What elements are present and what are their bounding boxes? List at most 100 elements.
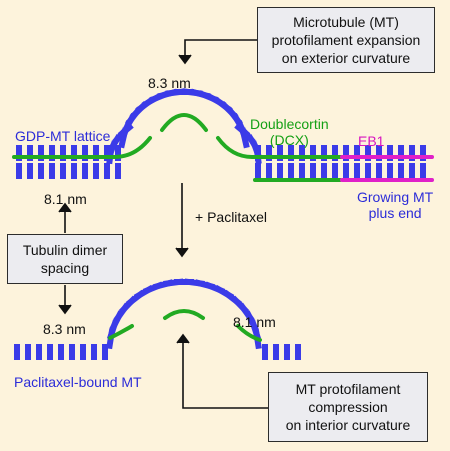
tubulin-dimer — [288, 163, 294, 179]
tubulin-dimer — [277, 145, 283, 161]
label-top-spacing: 8.3 nm — [148, 75, 191, 91]
tubulin-dimer — [398, 163, 404, 179]
tubulin-dimer — [273, 344, 279, 360]
tubulin-dimer — [38, 145, 44, 161]
tubulin-dimer — [398, 145, 404, 161]
arrow-dimer-down-head — [58, 304, 72, 315]
tubulin-dimer — [71, 145, 77, 161]
label-growing-end: Growing MT plus end — [357, 189, 433, 221]
top-binding-proteins — [12, 113, 434, 182]
tubulin-dimer — [102, 344, 108, 360]
callout-dimer-spacing: Tubulin dimer spacing — [7, 234, 123, 284]
tubulin-dimer — [115, 163, 121, 179]
tubulin-dimer — [332, 145, 338, 161]
tubulin-dimer — [277, 163, 283, 179]
dcx-strip-cap — [163, 309, 205, 320]
dcx-strip-right — [216, 136, 344, 159]
tubulin-dimer — [299, 163, 305, 179]
tubulin-dimer — [104, 163, 110, 179]
dcx-strip-cap — [160, 113, 208, 132]
tubulin-dimer — [387, 163, 393, 179]
tubulin-dimer — [60, 163, 66, 179]
tubulin-dimer — [376, 163, 382, 179]
tubulin-dimer — [93, 145, 99, 161]
tubulin-dimer — [266, 163, 272, 179]
tubulin-dimer — [365, 145, 371, 161]
tubulin-dimer — [14, 344, 20, 360]
bottom-binding-proteins — [108, 309, 262, 342]
label-growing-end-line-1: Growing MT — [357, 189, 434, 205]
callout-expansion-line-3: on exterior curvature — [281, 50, 411, 66]
label-left-spacing: 8.1 nm — [44, 191, 87, 207]
tubulin-dimer — [93, 163, 99, 179]
tubulin-dimer — [262, 344, 268, 360]
top-mt-lattice — [16, 88, 426, 179]
callout-compression-line-1: MT protofilament — [295, 381, 401, 397]
callout-compression-line-2: compression — [308, 399, 388, 415]
label-gdp-lattice: GDP-MT lattice — [15, 128, 111, 144]
label-bottom-left-spacing: 8.3 nm — [43, 321, 86, 337]
callout-expansion: Microtubule (MT) protofilament expansion… — [257, 7, 435, 73]
tubulin-dimer — [310, 163, 316, 179]
tubulin-dimer — [343, 145, 349, 161]
tubulin-dimer — [332, 163, 338, 179]
tubulin-dimer — [49, 145, 55, 161]
arrows — [58, 39, 268, 409]
tubulin-dimer — [91, 344, 97, 360]
tubulin-dimer — [47, 344, 53, 360]
tubulin-dimer — [36, 344, 42, 360]
callout-compression-line-3: on interior curvature — [285, 417, 411, 433]
dcx-strip-left — [12, 136, 152, 159]
tubulin-dimer — [80, 344, 86, 360]
tubulin-dimer — [16, 145, 22, 161]
tubulin-dimer — [71, 163, 77, 179]
tubulin-dimer — [387, 145, 393, 161]
tubulin-dimer — [420, 163, 426, 179]
tubulin-dimer — [104, 145, 110, 161]
callout-expansion-line-2: protofilament expansion — [271, 32, 421, 48]
label-paclitaxel-mt: Paclitaxel-bound MT — [14, 374, 142, 390]
tubulin-dimer — [354, 145, 360, 161]
tubulin-dimer — [16, 163, 22, 179]
tubulin-dimer — [27, 163, 33, 179]
tubulin-dimer — [255, 163, 261, 179]
tubulin-dimer — [49, 163, 55, 179]
tubulin-dimer — [299, 145, 305, 161]
tubulin-dimer — [310, 145, 316, 161]
label-dcx-line-1: Doublecortin — [250, 116, 329, 132]
label-bottom-right-spacing: 8.1 nm — [233, 314, 276, 330]
label-dcx-line-2: (DCX) — [269, 132, 309, 148]
label-eb1: EB1 — [358, 133, 385, 149]
arrow-compression-connector — [182, 336, 268, 409]
tubulin-dimer — [321, 145, 327, 161]
label-paclitaxel: + Paclitaxel — [195, 209, 267, 225]
tubulin-dimer — [343, 163, 349, 179]
tubulin-dimer — [38, 163, 44, 179]
tubulin-dimer — [58, 344, 64, 360]
label-dcx: Doublecortin (DCX) — [250, 116, 329, 148]
tubulin-dimer — [354, 163, 360, 179]
arrow-paclitaxel-head — [175, 247, 189, 258]
label-growing-end-line-2: plus end — [368, 205, 422, 221]
tubulin-dimer — [115, 145, 121, 161]
tubulin-dimer — [82, 163, 88, 179]
tubulin-dimer — [284, 344, 290, 360]
arrow-expansion-head — [178, 54, 192, 65]
dcx-strip-left — [108, 324, 134, 340]
tubulin-dimer — [409, 145, 415, 161]
tubulin-dimer — [60, 145, 66, 161]
tubulin-dimer — [25, 344, 31, 360]
tubulin-dimer — [365, 163, 371, 179]
tubulin-dimer — [27, 145, 33, 161]
tubulin-dimer — [420, 145, 426, 161]
tubulin-dimer — [409, 163, 415, 179]
callout-dimer-line-1: Tubulin dimer — [22, 242, 108, 258]
tubulin-dimer — [266, 145, 272, 161]
tubulin-dimer — [82, 145, 88, 161]
tubulin-dimer — [117, 122, 134, 138]
arrow-dimer-up-head — [58, 202, 72, 213]
tubulin-dimer — [376, 145, 382, 161]
callout-dimer-line-2: spacing — [40, 260, 90, 276]
callout-compression: MT protofilament compression on interior… — [268, 372, 428, 442]
